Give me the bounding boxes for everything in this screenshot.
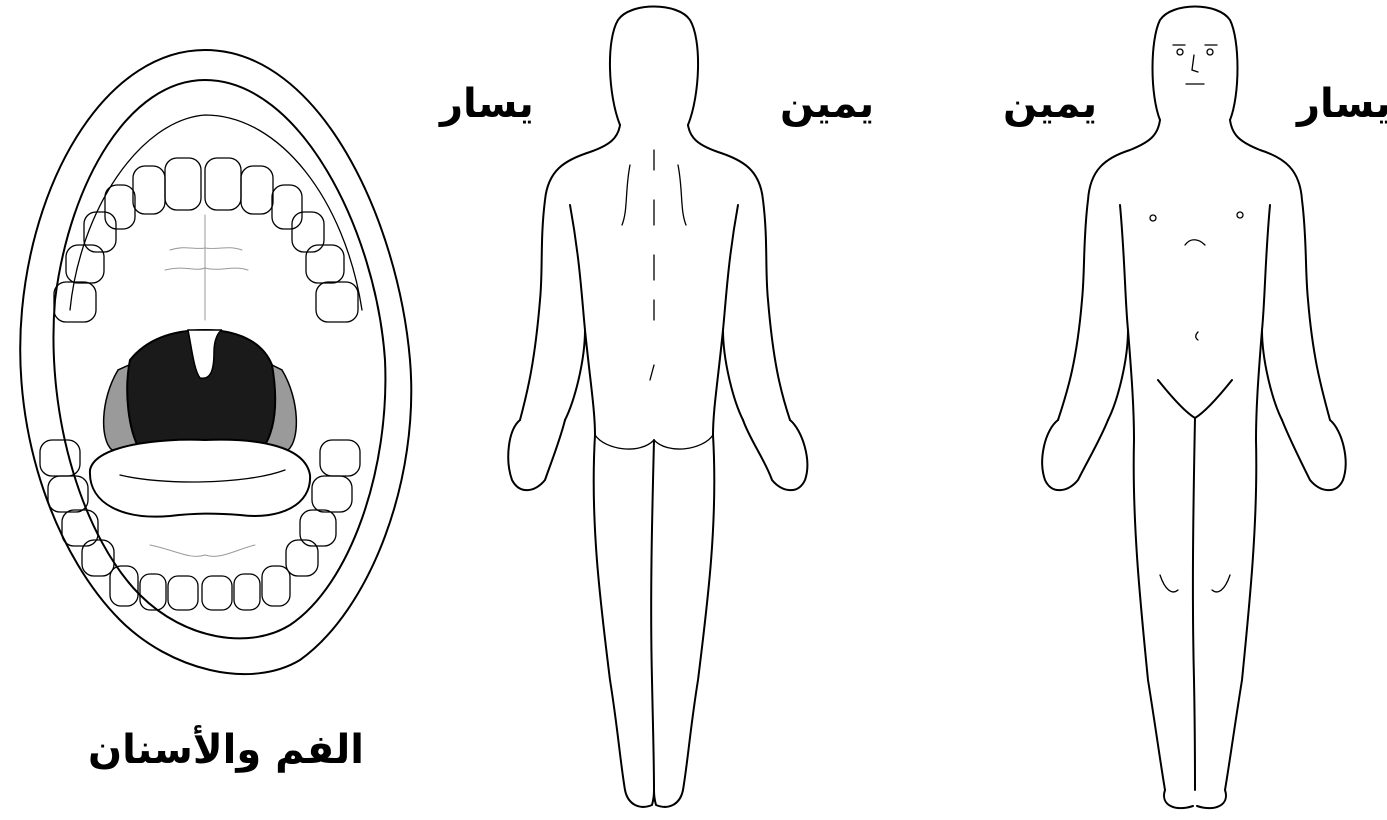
- mouth-illustration: [20, 50, 411, 674]
- back-view-left-label: يسار: [440, 84, 534, 124]
- back-view-right-label: يمين: [780, 84, 874, 124]
- upper-gum: [70, 115, 362, 310]
- back-view-figure: [508, 7, 807, 807]
- tongue: [90, 440, 310, 517]
- mouth-teeth-label: الفم والأسنان: [88, 730, 364, 770]
- front-view-right-label: يمين: [1003, 84, 1097, 124]
- front-view-left-label: يسار: [1297, 84, 1387, 124]
- upper-teeth: [54, 158, 358, 322]
